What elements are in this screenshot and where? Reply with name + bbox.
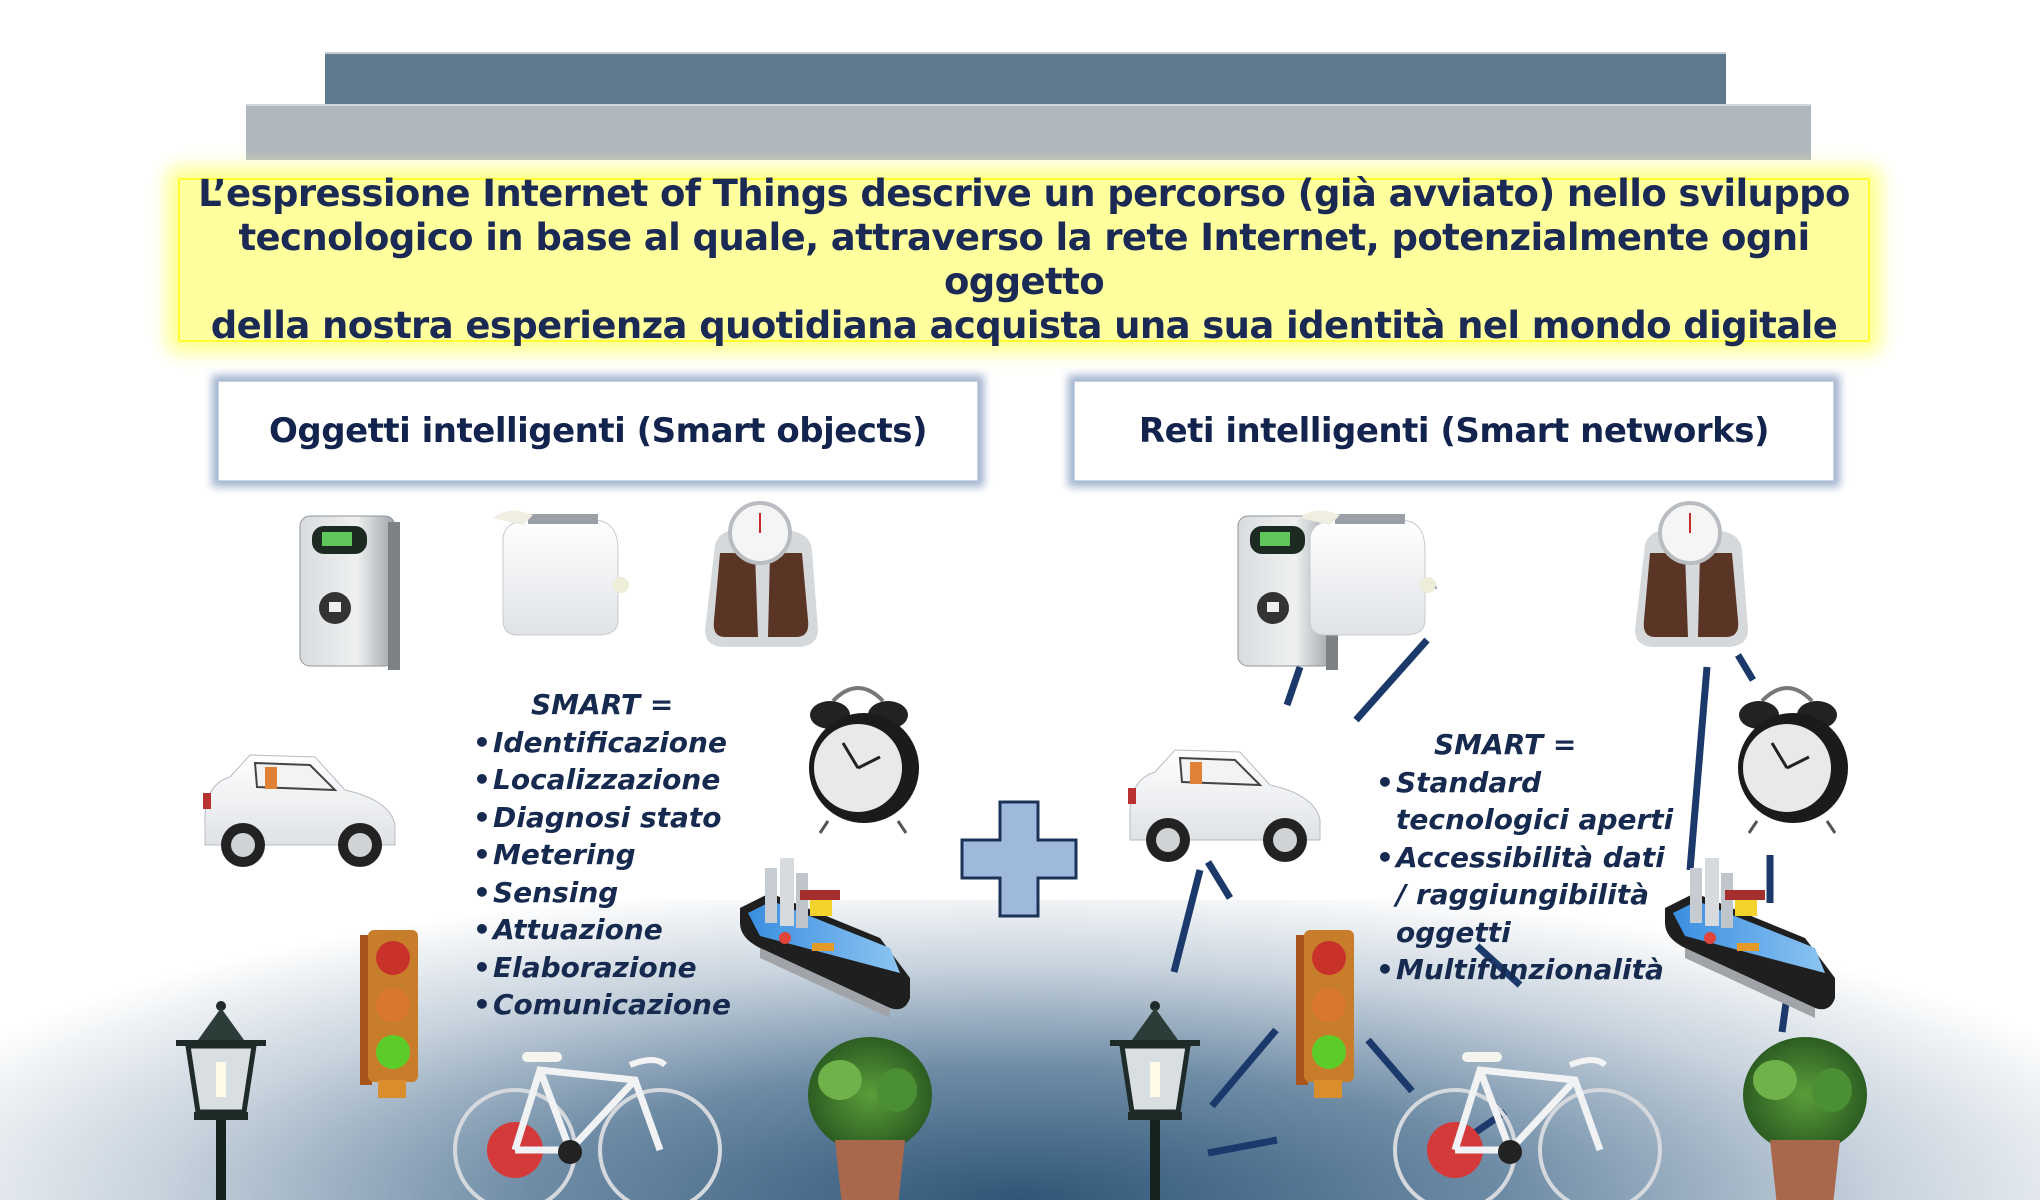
left-bathroom-scale-icon [703,501,820,649]
title-bar-dark [325,52,1726,106]
list-item: •Identificazione [473,725,727,759]
right-toaster-icon [1299,510,1437,636]
smart-objects-header: Oggetti intelligenti (Smart objects) [218,381,978,481]
left-toaster-icon [492,510,630,636]
smart-objects-list-title: SMART = [531,688,674,721]
list-item: •Elaborazione [473,950,697,984]
right-bathroom-scale-icon [1633,501,1750,649]
smart-networks-title: Reti intelligenti (Smart networks) [1138,411,1770,451]
smart-objects-list: SMART = •Identificazione •Localizzazione… [473,686,731,1024]
right-smartphone-icon [1665,858,1835,1018]
right-traffic-light-icon [1296,930,1354,1098]
right-smart-car-icon [1127,749,1321,863]
left-electric-meter-icon [299,515,401,671]
title-bar-light [246,104,1811,160]
list-item: •Sensing [473,875,619,909]
smart-networks-header: Reti intelligenti (Smart networks) [1074,381,1834,481]
definition-box: L’espressione Internet of Things descriv… [178,172,1870,347]
right-potted-plant-icon [1743,1037,1867,1200]
list-item: •Standard [1376,765,1542,799]
list-item: •Metering [473,838,636,871]
definition-line-1: L’espressione Internet of Things descriv… [198,172,1850,215]
list-item: •Comunicazione [473,988,731,1021]
list-item: •Multifunzionalità [1376,953,1664,986]
right-street-lamp-icon [1110,1001,1200,1200]
left-bicycle-icon [455,1052,720,1200]
plus-icon [960,800,1078,918]
list-item-continuation: / raggiungibilità [1396,878,1649,911]
right-alarm-clock-icon [1736,686,1850,835]
left-traffic-light-icon [360,930,418,1098]
left-smartphone-icon [740,858,910,1018]
left-alarm-clock-icon [807,686,921,835]
definition-line-2: tecnologico in base al quale, attraverso… [238,216,1810,303]
right-bicycle-icon [1395,1052,1660,1200]
list-item-continuation: tecnologici aperti [1396,803,1674,836]
list-item: •Attuazione [473,913,663,946]
list-item: •Accessibilità dati [1376,840,1665,874]
smart-objects-title: Oggetti intelligenti (Smart objects) [269,411,927,451]
smart-networks-list-title: SMART = [1434,728,1577,761]
list-item-continuation: oggetti [1396,915,1511,949]
definition-line-3: della nostra esperienza quotidiana acqui… [210,304,1838,347]
left-potted-plant-icon [808,1037,932,1200]
list-item: •Localizzazione [473,763,721,796]
list-item: •Diagnosi stato [473,800,722,834]
left-smart-car-icon [202,754,396,868]
left-street-lamp-icon [176,1001,266,1200]
smart-networks-list: SMART = •Standard tecnologici aperti •Ac… [1376,726,1673,989]
